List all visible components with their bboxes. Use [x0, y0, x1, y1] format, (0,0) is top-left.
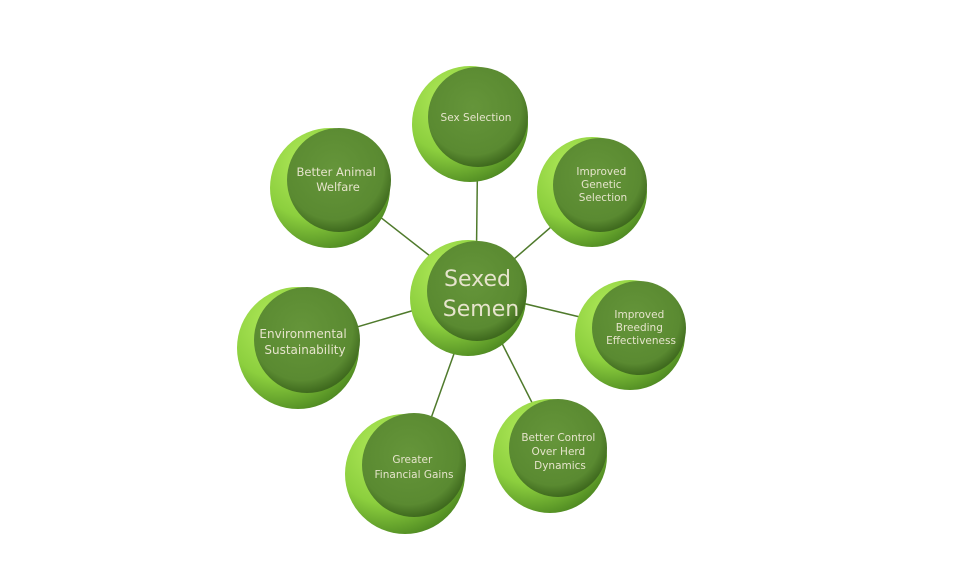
node-better-control-herd-dynamics: Better Control Over Herd Dynamics: [493, 399, 607, 513]
svg-text:Environmental Sustainabi: Environmental Sustainability: [259, 327, 350, 357]
node-improved-genetic-selection: Improved Genetic Selection: [537, 137, 647, 247]
node-label: Sex Selection: [441, 112, 512, 124]
svg-text:Better Animal Welfare: Better Animal Welfare: [297, 165, 380, 194]
node-label: Greater: [392, 454, 433, 466]
node-label: Sustainability: [264, 343, 345, 357]
center-label: Semen: [443, 297, 519, 322]
node-label: Improved: [614, 309, 664, 321]
node-improved-breeding-effectiveness: Improved Breeding Effectiveness: [575, 280, 686, 390]
center-label: Sexed: [444, 267, 511, 292]
node-greater-financial-gains: Greater Financial Gains: [345, 413, 466, 534]
node-sex-selection: Sex Selection: [412, 66, 528, 182]
svg-text:Better Control Over Herd: Better Control Over Herd Dynamics: [521, 432, 598, 472]
node-label: Dynamics: [534, 460, 586, 472]
node-label: Breeding: [616, 322, 663, 334]
node-environmental-sustainability: Environmental Sustainability: [237, 287, 360, 409]
svg-text:Improved Breeding: Improved Breeding Effectiveness: [606, 309, 676, 347]
node-label: Selection: [579, 192, 627, 204]
svg-text:Improved Genetic S: Improved Genetic Selection: [576, 166, 629, 204]
svg-text:Greater Financial Gains: Greater Financial Gains: [375, 454, 454, 481]
node-label: Improved: [576, 166, 626, 178]
node-label: Environmental: [259, 327, 346, 341]
node-better-animal-welfare: Better Animal Welfare: [270, 128, 391, 248]
svg-text:Sexed Semen: Sexed Semen: [443, 267, 519, 322]
node-label: Better Control: [521, 432, 595, 444]
node-label: Effectiveness: [606, 335, 676, 347]
node-label: Financial Gains: [375, 469, 454, 481]
node-label: Better Animal: [297, 165, 376, 179]
node-label: Welfare: [316, 180, 360, 194]
node-label: Genetic: [581, 179, 622, 191]
node-label: Over Herd: [531, 446, 585, 458]
center-node-sexed-semen: Sexed Semen: [410, 240, 527, 356]
svg-text:Sex Selection: Sex Selection: [441, 112, 512, 124]
